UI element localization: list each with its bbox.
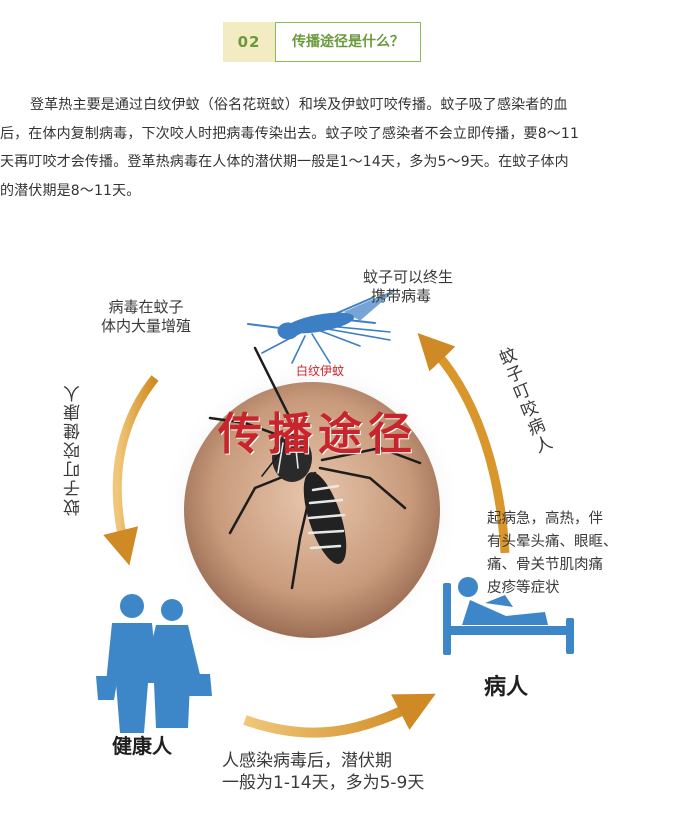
paragraph-line: 天再叮咬才会传播。登革热病毒在人体的潜伏期一般是1～14天，多为5～9天。在蚊子… (0, 154, 569, 170)
arrow-bottom (243, 693, 436, 738)
section-number: 02 (223, 22, 275, 62)
incubation-text: 人感染病毒后，潜伏期 一般为1-14天，多为5-9天 (222, 751, 425, 793)
body-paragraph: 登革热主要是通过白纹伊蚊（俗名花斑蚊）和埃及伊蚊叮咬传播。蚊子吸了感染者的血 后… (0, 91, 680, 205)
patient-in-bed-icon (443, 577, 574, 655)
bite-healthy-text: 蚊子叮咬健康人 (64, 383, 84, 516)
arrow-right (417, 332, 510, 554)
paragraph-line: 后，在体内复制病毒，下次咬人时把病毒传染出去。蚊子咬了感染者不会立即传播，要8～… (0, 125, 580, 142)
arrow-left (103, 375, 159, 566)
paragraph-line: 的潜伏期是8～11天。 (0, 182, 141, 199)
aedes-mosquito-icon (247, 289, 396, 364)
section-header: 02 传播途径是什么？ (223, 22, 421, 62)
lifelong-carrier-text: 蚊子可以终生 携带病毒 (363, 268, 454, 305)
section-title: 传播途径是什么？ (275, 22, 421, 62)
figure-title: 传播途径 (218, 409, 418, 460)
mosquito-photo-icon (208, 346, 422, 590)
transmission-infographic: 传播途径 白纹伊蚊 蚊子可以终生 携带病毒 病毒在蚊子 体内大量增殖 蚊子叮咬健… (0, 228, 680, 833)
healthy-person-label: 健康人 (112, 734, 172, 758)
virus-multiply-text: 病毒在蚊子 体内大量增殖 (101, 298, 192, 335)
mosquito-species-label: 白纹伊蚊 (296, 364, 345, 378)
healthy-people-icon (96, 594, 212, 733)
patient-label: 病人 (484, 675, 529, 700)
paragraph-line: 登革热主要是通过白纹伊蚊（俗名花斑蚊）和埃及伊蚊叮咬传播。蚊子吸了感染者的血 (30, 97, 568, 113)
symptoms-text: 起病急，高热，伴 有头晕头痛、眼眶、 痛、骨关节肌肉痛 皮疹等症状 (487, 511, 618, 596)
infographic-art (96, 289, 574, 738)
